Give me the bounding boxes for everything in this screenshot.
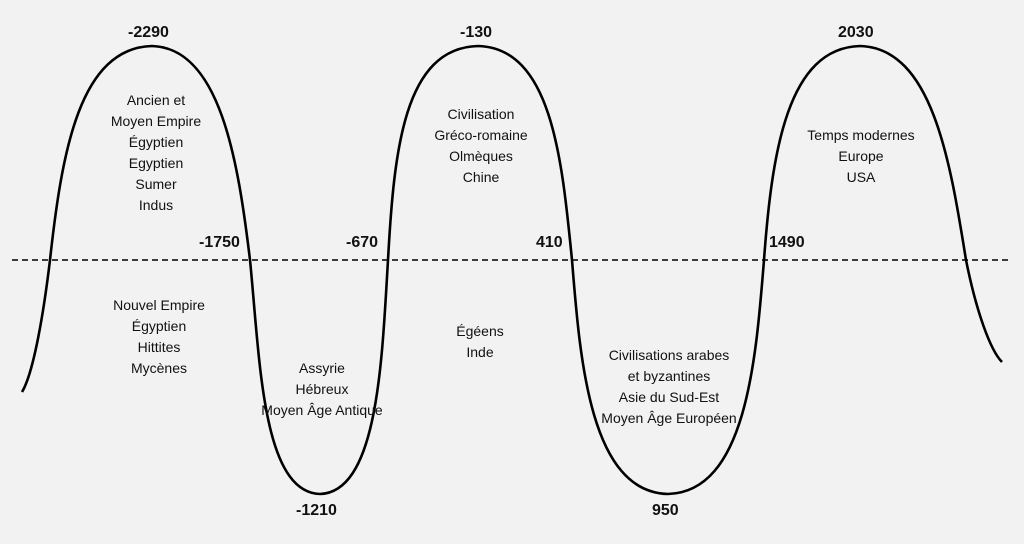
year-label-peak-3: 2030 xyxy=(838,24,874,41)
era-block-low-0: Nouvel Empire Égyptien Hittites Mycènes xyxy=(96,295,222,379)
era-block-peak-1: Ancien et Moyen Empire Égyptien Egyptien… xyxy=(96,90,216,216)
era-line: Moyen Âge Antique xyxy=(261,402,383,418)
era-line: Gréco-romaine xyxy=(434,127,528,143)
era-block-peak-3: Temps modernes Europe USA xyxy=(796,125,926,188)
wave-curve xyxy=(20,44,1003,496)
era-line: Sumer xyxy=(135,176,177,192)
era-line: Assyrie xyxy=(299,360,345,376)
era-line: Ancien et xyxy=(126,92,186,108)
era-line: Temps modernes xyxy=(807,127,915,143)
year-label-cross-2: -670 xyxy=(346,234,379,251)
year-label-trough-1: -1210 xyxy=(296,502,337,519)
era-block-peak-2: Civilisation Gréco-romaine Olmèques Chin… xyxy=(416,104,546,188)
era-block-low-2: Égéens Inde xyxy=(440,321,520,363)
era-line: Civilisation xyxy=(447,106,515,122)
era-line: Égyptien xyxy=(128,134,184,150)
era-line: Hittites xyxy=(137,339,181,355)
era-block-trough-2: Civilisations arabes et byzantines Asie … xyxy=(594,345,744,429)
era-line: Chine xyxy=(462,169,500,185)
era-line: Moyen Empire xyxy=(110,113,202,129)
era-line: Égyptien xyxy=(131,318,187,334)
era-line: Europe xyxy=(838,148,884,164)
era-block-trough-1: Assyrie Hébreux Moyen Âge Antique xyxy=(254,358,390,421)
year-label-trough-2: 950 xyxy=(652,502,679,519)
era-line: et byzantines xyxy=(627,368,711,384)
year-label-cross-4: 1490 xyxy=(769,234,805,251)
era-line: Nouvel Empire xyxy=(113,297,205,313)
year-label-peak-1: -2290 xyxy=(128,24,169,41)
era-line: Indus xyxy=(138,197,174,213)
era-line: Mycènes xyxy=(130,360,188,376)
era-line: Moyen Âge Européen xyxy=(601,410,737,426)
era-line: Civilisations arabes xyxy=(608,347,730,363)
era-line: Égéens xyxy=(456,323,504,339)
era-line: Asie du Sud-Est xyxy=(618,389,720,405)
era-line: Olmèques xyxy=(449,148,513,164)
year-label-cross-3: 410 xyxy=(536,234,563,251)
era-line: Inde xyxy=(466,344,494,360)
year-label-peak-2: -130 xyxy=(460,24,493,41)
year-label-cross-1: -1750 xyxy=(199,234,240,251)
era-line: USA xyxy=(846,169,876,185)
era-line: Egyptien xyxy=(128,155,184,171)
era-line: Hébreux xyxy=(295,381,349,397)
